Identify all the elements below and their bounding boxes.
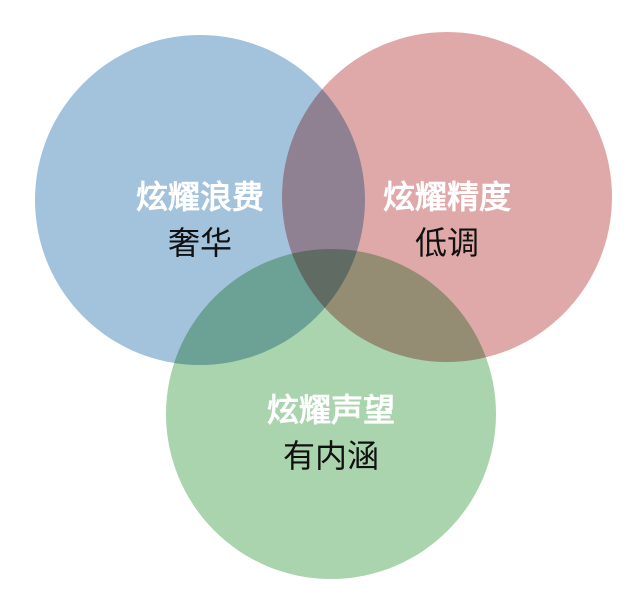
low-key-title: 炫耀精度 (383, 178, 511, 216)
depth-title: 炫耀声望 (267, 391, 395, 429)
low-key-subtitle: 低调 (415, 224, 479, 262)
depth-circle (166, 249, 496, 579)
luxury-subtitle: 奢华 (168, 224, 232, 262)
luxury-title: 炫耀浪费 (136, 178, 264, 216)
depth-subtitle: 有内涵 (283, 437, 379, 475)
